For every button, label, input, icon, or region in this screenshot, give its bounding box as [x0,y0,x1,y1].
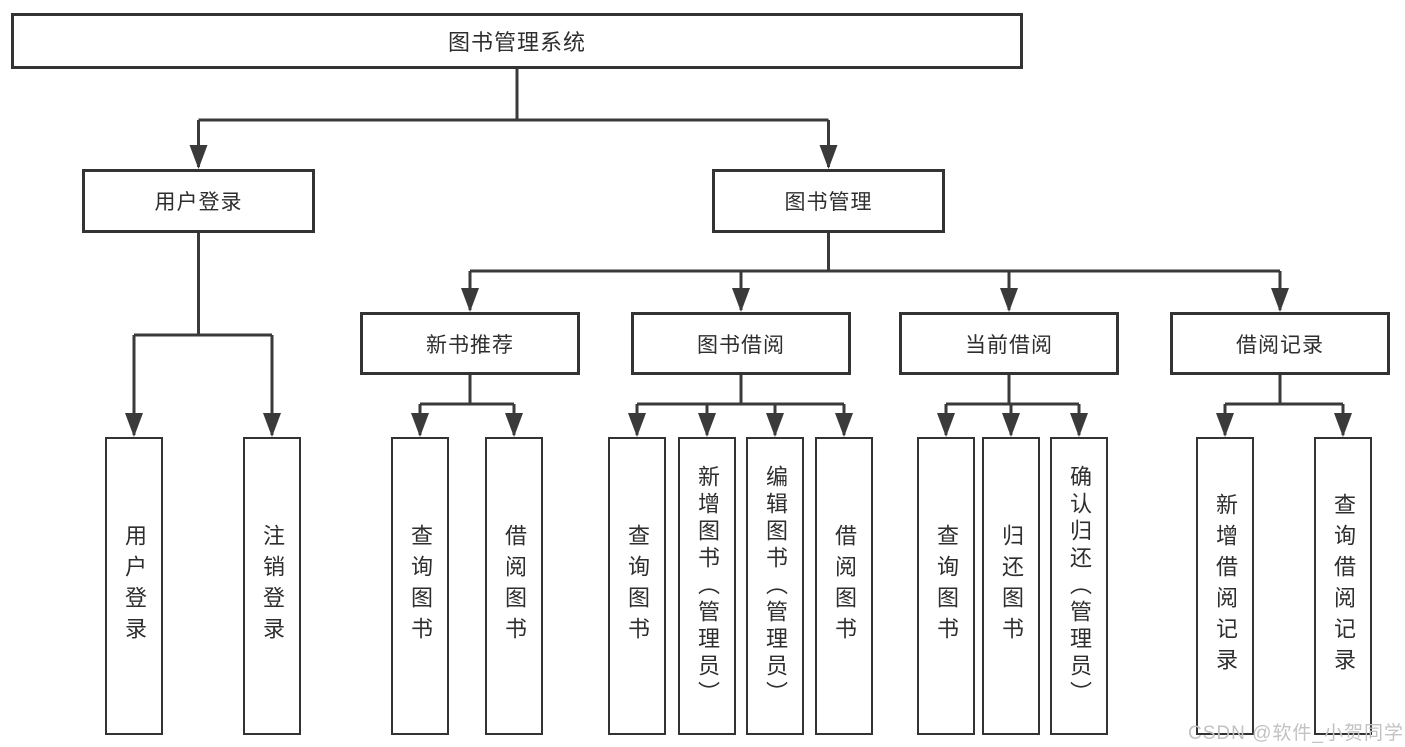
connector-root [197,69,830,167]
node-current-borrow: 当前借阅 [899,312,1119,375]
leaf-borrow-books-recommend: 借阅图书 [485,437,543,735]
leaf-logout: 注销登录 [243,437,301,735]
node-label: 确认归还（管理员） [1067,464,1092,708]
leaf-query-books-current: 查询图书 [917,437,975,735]
leaf-query-books-recommend: 查询图书 [391,437,449,735]
node-label: 借阅记录 [1236,333,1324,357]
leaf-user-login: 用户登录 [105,437,163,735]
node-borrow-records: 借阅记录 [1170,312,1390,375]
node-label: 注销登录 [260,524,285,648]
node-book-management: 图书管理 [712,169,945,233]
node-new-book-recommend: 新书推荐 [360,312,580,375]
leaf-return-books: 归还图书 [982,437,1040,735]
node-label: 用户登录 [154,191,243,214]
leaf-add-borrow-record: 新增借阅记录 [1196,437,1254,735]
leaf-add-books-admin: 新增图书（管理员） [678,437,736,735]
leaf-confirm-return-admin: 确认归还（管理员） [1050,437,1108,735]
connector-book-management [468,233,1282,310]
node-label: 新增借阅记录 [1213,493,1238,679]
node-label: 新书推荐 [426,333,514,357]
node-label: 借阅图书 [502,524,527,648]
node-label: 图书借阅 [697,333,785,357]
connector-book-borrow [635,375,846,435]
connector-borrow-records [1223,375,1345,435]
node-label: 归还图书 [999,524,1024,648]
node-label: 查询图书 [934,524,959,648]
leaf-borrow-books: 借阅图书 [815,437,873,735]
node-user-login: 用户登录 [82,169,315,233]
arrowheads [125,145,1352,437]
node-label: 查询图书 [408,524,433,648]
node-label: 新增图书（管理员） [695,464,720,708]
connector-user-login [132,233,274,435]
node-book-borrow: 图书借阅 [631,312,851,375]
node-label: 借阅图书 [832,524,857,648]
connector-new-book-recommend [418,375,516,435]
leaf-edit-books-admin: 编辑图书（管理员） [746,437,804,735]
node-label: 编辑图书（管理员） [763,464,788,708]
node-label: 查询借阅记录 [1331,493,1356,679]
node-label: 图书管理系统 [447,30,586,55]
leaf-query-books-borrow: 查询图书 [608,437,666,735]
node-label: 查询图书 [625,524,650,648]
csdn-watermark: CSDN @软件_小贺同学 [1188,723,1404,744]
node-label: 当前借阅 [965,333,1053,357]
node-label: 图书管理 [784,191,873,214]
leaf-query-borrow-record: 查询借阅记录 [1314,437,1372,735]
node-label: 用户登录 [122,524,147,648]
node-root-library-system: 图书管理系统 [11,13,1023,69]
